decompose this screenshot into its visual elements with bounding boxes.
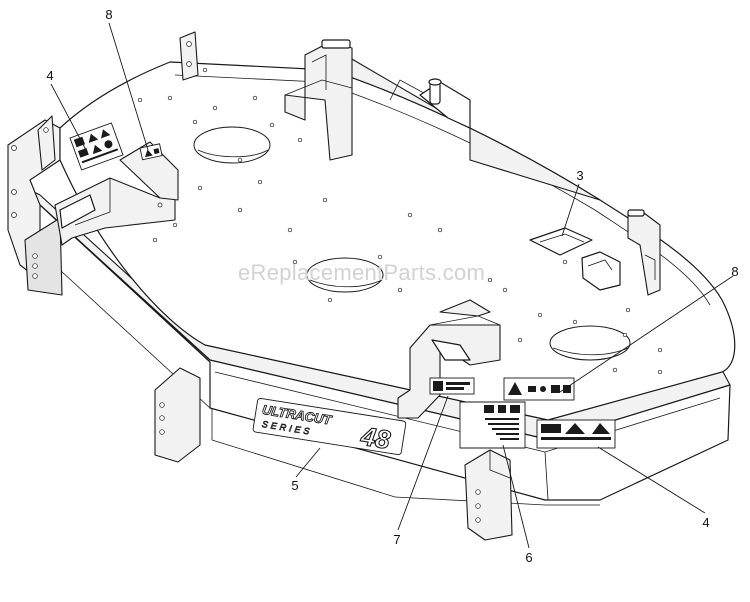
blade-opening-center — [306, 257, 384, 293]
brand-decal: ULTRACUT SERIES 48 — [252, 397, 407, 456]
callout-8-right: 8 — [731, 264, 738, 279]
callout-7: 7 — [393, 532, 400, 547]
safety-decal-left — [69, 122, 124, 171]
operation-decal — [429, 377, 475, 395]
callout-5: 5 — [291, 478, 298, 493]
safety-decal-right — [536, 419, 616, 449]
rear-left-bracket — [179, 31, 199, 81]
front-left-bracket-block — [154, 367, 201, 463]
deck-mounting-holes — [137, 67, 663, 375]
center-baffle-bracket — [397, 324, 501, 419]
instruction-decal — [459, 401, 526, 449]
callout-4-left: 4 — [46, 68, 53, 83]
watermark: eReplacementParts.com — [238, 260, 485, 285]
callout-8-left: 8 — [105, 7, 112, 22]
leader-lines — [50, 22, 734, 549]
warning-decal-left — [139, 143, 163, 161]
warning-decal-right — [503, 377, 575, 401]
deck-rear-wall — [329, 54, 601, 201]
blade-opening-left — [193, 126, 271, 164]
callout-6: 6 — [525, 550, 532, 565]
blade-opening-right — [549, 325, 631, 361]
manual-tube-decal — [529, 227, 621, 291]
callout-3: 3 — [576, 168, 583, 183]
callout-4-right: 4 — [702, 515, 709, 530]
front-right-bracket-block — [464, 449, 513, 541]
left-baffle-bracket — [54, 177, 176, 246]
brand-decal-model: 48 — [358, 421, 393, 455]
